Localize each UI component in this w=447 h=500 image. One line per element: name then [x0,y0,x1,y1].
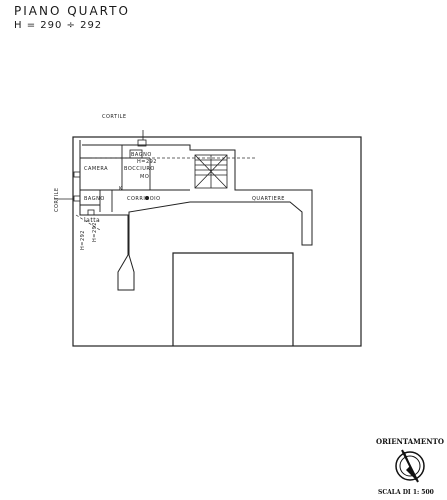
apartment-outline [79,140,313,291]
scale-label: SCALA DI 1: 500 [378,489,434,496]
room-dim-right-label: H=292 [137,159,157,165]
orientation-title: ORIENTAMENTO [376,437,444,446]
courtyard-top-label: CORTILE [102,114,127,120]
room-quartiere-label: QUARTIERE [252,196,285,202]
room-dim-left2-label: H=292 [92,222,98,242]
room-bocciuro-label: BOCCIURO [124,166,155,172]
room-bocciuro-sub-label: MO [140,174,149,180]
stairwell [194,154,228,189]
room-latta-label: latta [84,217,100,224]
plan-title: PIANO QUARTO [14,4,130,18]
room-camera-label: CAMERA [84,166,108,172]
column-marker [145,196,149,200]
plan-height-note: H = 290 ÷ 292 [14,20,103,31]
dashed-lines [75,157,255,231]
room-k-label: K [119,186,123,192]
room-bagno-top-label: BAGNO [131,152,152,158]
outer-boundary [72,136,362,347]
room-corridoio-label: CORRIDOIO [127,196,161,202]
room-bagno-left-label: BAGNO [84,196,105,202]
fixtures [55,130,147,216]
courtyard-left-label: CORTILE [54,187,60,212]
inner-courtyard [172,252,294,346]
north-arrow-icon [395,449,425,483]
room-dim-left-label: H=292 [80,230,86,250]
